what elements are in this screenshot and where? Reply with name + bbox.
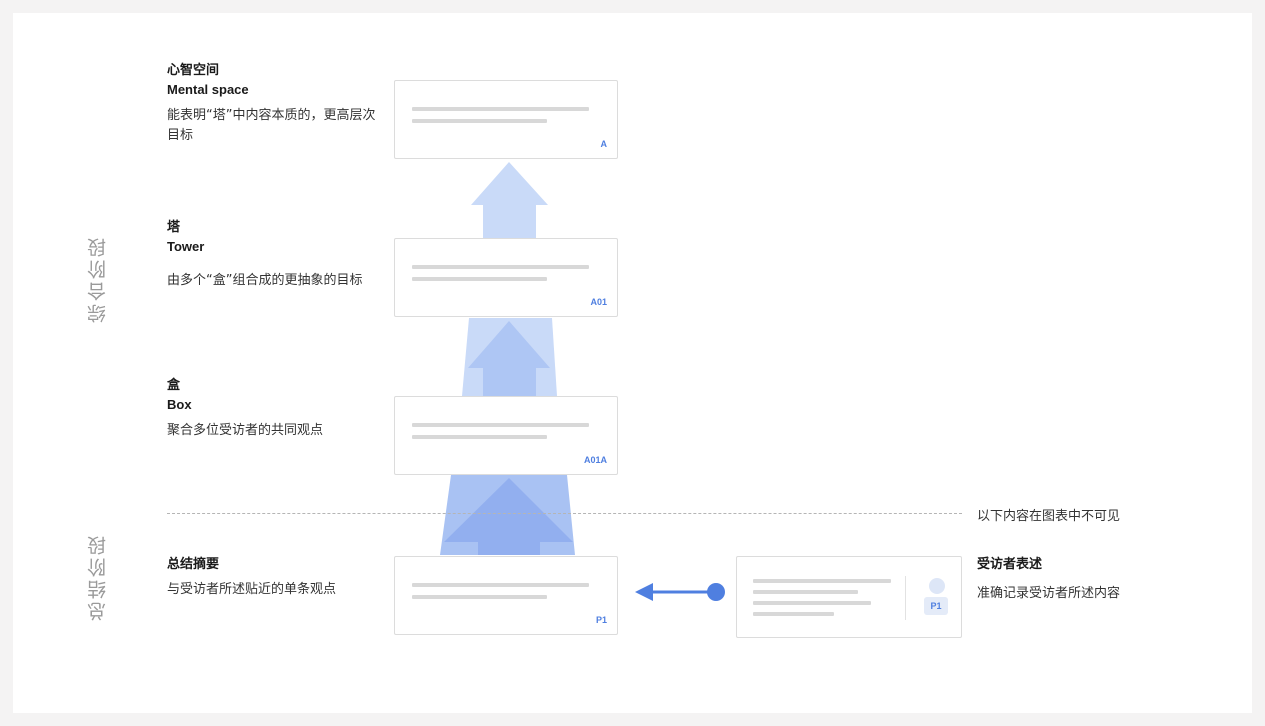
level-description: 由多个“盒”组合成的更抽象的目标 — [167, 273, 363, 288]
card-separator — [905, 576, 906, 620]
text-placeholder-line — [412, 435, 547, 439]
text-placeholder-line — [412, 107, 589, 111]
quote-link-dot — [707, 583, 725, 601]
card-code: A01A — [583, 455, 607, 465]
text-placeholder-line — [753, 612, 834, 616]
text-placeholder-line — [753, 601, 871, 605]
quote-link-arrowhead — [635, 583, 653, 601]
avatar-icon — [929, 578, 945, 594]
card-mental-space: A — [394, 80, 618, 159]
card-box: A01A — [394, 396, 618, 475]
text-placeholder-line — [753, 579, 891, 583]
text-placeholder-line — [412, 277, 547, 281]
card-code: A01 — [590, 297, 607, 307]
divider-note: 以下内容在图表中不可见 — [977, 509, 1121, 524]
level-box: 盒 Box 聚合多位受访者的共同观点 — [167, 377, 382, 441]
level-title-en: Mental space — [167, 82, 249, 97]
level-title-zh: 盒 — [167, 378, 181, 393]
card-code: A — [600, 139, 608, 149]
level-tower: 塔 Tower 由多个“盒”组合成的更抽象的目标 — [167, 219, 382, 291]
phase-label-summary: 总结阶段 — [87, 533, 109, 621]
level-summary: 总结摘要 与受访者所述贴近的单条观点 — [167, 556, 382, 600]
card-tower: A01 — [394, 238, 618, 317]
text-placeholder-line — [412, 423, 589, 427]
level-title-zh: 心智空间 — [167, 63, 220, 78]
card-code: P1 — [595, 615, 607, 625]
interviewee-label: 受访者表述 准确记录受访者所述内容 — [977, 556, 1120, 601]
arrow-summary-to-box-head — [444, 478, 573, 555]
visibility-divider — [167, 513, 962, 514]
level-description: 与受访者所述贴近的单条观点 — [167, 582, 337, 597]
interviewee-description: 准确记录受访者所述内容 — [977, 586, 1121, 601]
text-placeholder-line — [412, 595, 547, 599]
arrow-box-to-tower-head — [468, 321, 550, 396]
canvas — [13, 13, 1252, 713]
level-title-en: Tower — [167, 239, 205, 254]
level-title-zh: 总结摘要 — [167, 557, 220, 572]
arrow-tower-to-mental — [471, 162, 548, 238]
level-title-zh: 塔 — [167, 220, 181, 235]
card-summary: P1 — [394, 556, 618, 635]
level-description: 能表明“塔”中内容本质的，更高层次目标 — [167, 108, 376, 143]
text-placeholder-line — [412, 119, 547, 123]
text-placeholder-line — [412, 583, 589, 587]
phase-label-synthesis: 综合阶段 — [87, 235, 109, 323]
level-title-en: Box — [167, 397, 192, 412]
interviewee-title: 受访者表述 — [977, 557, 1043, 572]
level-mental-space: 心智空间 Mental space 能表明“塔”中内容本质的，更高层次目标 — [167, 62, 382, 146]
text-placeholder-line — [753, 590, 858, 594]
level-description: 聚合多位受访者的共同观点 — [167, 423, 324, 438]
text-placeholder-line — [412, 265, 589, 269]
participant-badge: P1 — [924, 597, 948, 615]
card-interviewee-quote: P1 — [736, 556, 962, 638]
